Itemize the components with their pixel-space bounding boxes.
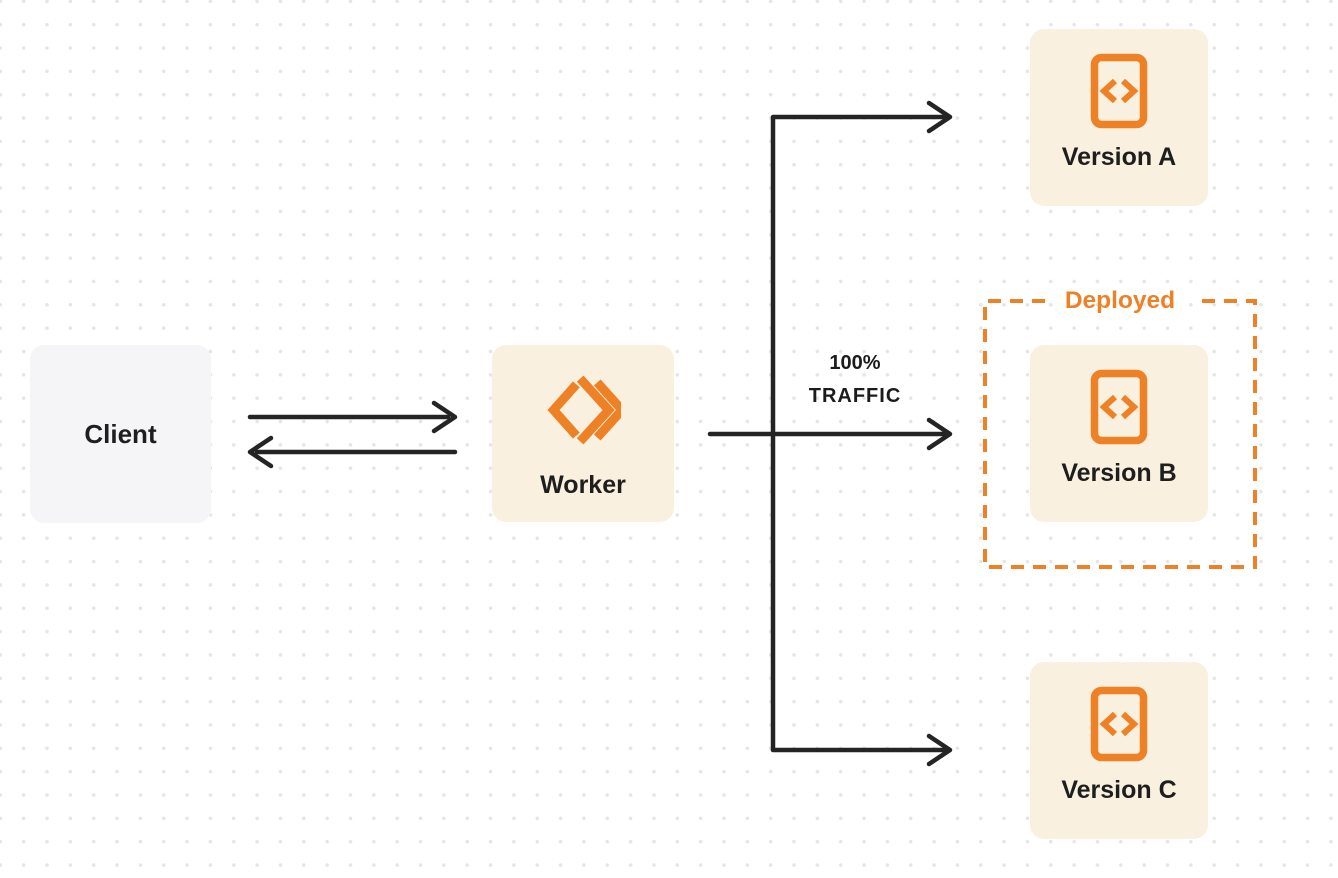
worker-label: Worker bbox=[540, 471, 626, 499]
code-file-icon bbox=[1090, 53, 1148, 129]
client-label: Client bbox=[84, 418, 157, 449]
deployed-label: Deployed bbox=[1064, 287, 1176, 314]
arrowhead-version-c bbox=[926, 733, 953, 767]
branch-spine bbox=[770, 114, 947, 753]
traffic-percent-text: 100% bbox=[829, 352, 881, 374]
version-b-label: Version B bbox=[1061, 459, 1177, 487]
client-node: Client bbox=[30, 345, 211, 523]
version-a-node: Version A bbox=[1030, 29, 1208, 206]
arrowhead-worker-to-client bbox=[247, 435, 274, 469]
version-a-label: Version A bbox=[1061, 143, 1177, 171]
version-c-label: Version C bbox=[1061, 776, 1177, 804]
arrowhead-version-a bbox=[926, 100, 953, 134]
traffic-word-text: TRAFFIC bbox=[808, 385, 902, 407]
traffic-edge-label: 100% TRAFFIC bbox=[809, 347, 902, 413]
arrowhead-version-b bbox=[926, 417, 953, 451]
version-c-node: Version C bbox=[1030, 662, 1208, 839]
code-file-icon bbox=[1090, 686, 1148, 762]
worker-chevrons-icon bbox=[547, 375, 621, 445]
worker-node: Worker bbox=[492, 345, 674, 522]
code-file-icon bbox=[1090, 369, 1148, 445]
arrowhead-client-to-worker bbox=[431, 400, 458, 434]
version-b-node: Version B bbox=[1030, 345, 1208, 522]
